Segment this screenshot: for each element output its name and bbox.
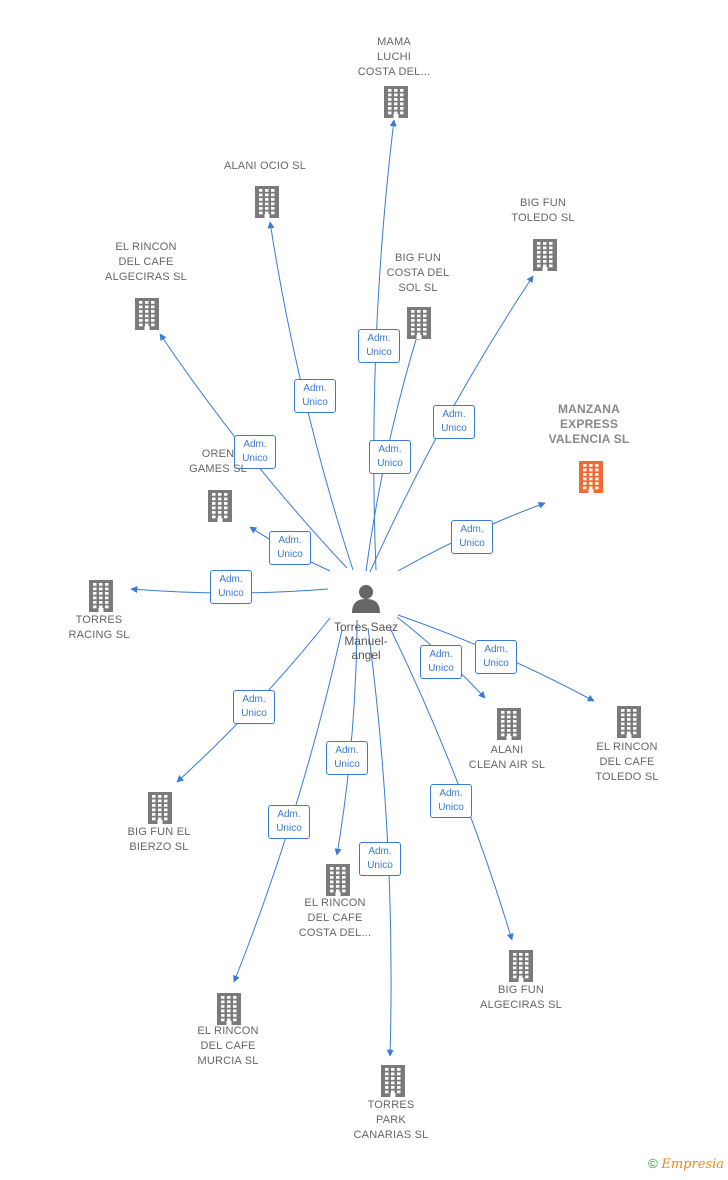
relation-badge-big-fun-algeciras[interactable]: Adm. Unico — [430, 784, 472, 818]
company-label-el-rincon-toledo[interactable]: EL RINCON DEL CAFE TOLEDO SL — [595, 741, 659, 783]
building-icon[interactable] — [530, 238, 560, 272]
footer-credit: © Empresia — [648, 1156, 724, 1172]
building-icon[interactable] — [494, 707, 524, 741]
relation-badge-torres-racing[interactable]: Adm. Unico — [210, 570, 252, 604]
relation-badge-alani-ocio[interactable]: Adm. Unico — [294, 379, 336, 413]
building-icon[interactable] — [132, 297, 162, 331]
company-label-torres-park[interactable]: TORRES PARK CANARIAS SL — [353, 1099, 429, 1141]
company-label-big-fun-costa-del-sol[interactable]: BIG FUN COSTA DEL SOL SL — [386, 252, 450, 294]
edge-big-fun-algeciras — [389, 627, 514, 941]
building-icon[interactable] — [576, 460, 606, 494]
company-label-alani-clean-air[interactable]: ALANI CLEAN AIR SL — [468, 744, 546, 771]
company-label-big-fun-bierzo[interactable]: BIG FUN EL BIERZO SL — [127, 826, 191, 853]
building-icon[interactable] — [404, 306, 434, 340]
brand-logo[interactable]: Empresia — [661, 1157, 724, 1172]
company-label-big-fun-algeciras[interactable]: BIG FUN ALGECIRAS SL — [480, 984, 562, 1011]
company-label-mama-luchi[interactable]: MAMA LUCHI COSTA DEL... — [357, 36, 431, 78]
relation-badge-el-rincon-murcia[interactable]: Adm. Unico — [268, 805, 310, 839]
company-label-el-rincon-murcia[interactable]: EL RINCON DEL CAFE MURCIA SL — [197, 1025, 259, 1067]
relation-badge-big-fun-toledo[interactable]: Adm. Unico — [433, 405, 475, 439]
building-icon[interactable] — [506, 949, 536, 983]
relation-badge-el-rincon-algeciras[interactable]: Adm. Unico — [234, 435, 276, 469]
company-label-oren-games[interactable]: OREN GAMES SL — [189, 448, 247, 475]
relation-badge-el-rincon-costa[interactable]: Adm. Unico — [326, 741, 368, 775]
relation-badge-torres-park[interactable]: Adm. Unico — [359, 842, 401, 876]
relation-badge-oren-games[interactable]: Adm. Unico — [269, 531, 311, 565]
company-label-el-rincon-costa[interactable]: EL RINCON DEL CAFE COSTA DEL... — [298, 897, 372, 939]
center-person-label[interactable]: Torres Saez Manuel- angel — [333, 620, 399, 662]
edge-el-rincon-costa — [334, 619, 358, 856]
relation-badge-big-fun-costa-del-sol[interactable]: Adm. Unico — [369, 440, 411, 474]
relation-badge-el-rincon-toledo[interactable]: Adm. Unico — [475, 640, 517, 674]
company-label-big-fun-toledo[interactable]: BIG FUN TOLEDO SL — [511, 197, 575, 224]
company-label-el-rincon-algeciras[interactable]: EL RINCON DEL CAFE ALGECIRAS SL — [105, 241, 187, 283]
building-icon[interactable] — [252, 185, 282, 219]
person-icon[interactable] — [350, 583, 382, 613]
relation-badge-manzana-express[interactable]: Adm. Unico — [451, 520, 493, 554]
building-icon[interactable] — [323, 863, 353, 897]
relation-badge-mama-luchi[interactable]: Adm. Unico — [358, 329, 400, 363]
relation-badge-alani-clean-air[interactable]: Adm. Unico — [420, 645, 462, 679]
building-icon[interactable] — [86, 579, 116, 613]
building-icon[interactable] — [381, 85, 411, 119]
edge-torres-park — [367, 627, 394, 1057]
building-icon[interactable] — [614, 705, 644, 739]
building-icon[interactable] — [214, 992, 244, 1026]
building-icon[interactable] — [145, 791, 175, 825]
building-icon[interactable] — [378, 1064, 408, 1098]
company-label-manzana-express[interactable]: MANZANA EXPRESS VALENCIA SL — [548, 402, 630, 446]
copyright-symbol: © — [648, 1156, 658, 1171]
building-icon[interactable] — [205, 489, 235, 523]
company-label-alani-ocio[interactable]: ALANI OCIO SL — [223, 160, 307, 172]
company-label-torres-racing[interactable]: TORRES RACING SL — [68, 614, 130, 641]
relation-badge-big-fun-bierzo[interactable]: Adm. Unico — [233, 690, 275, 724]
